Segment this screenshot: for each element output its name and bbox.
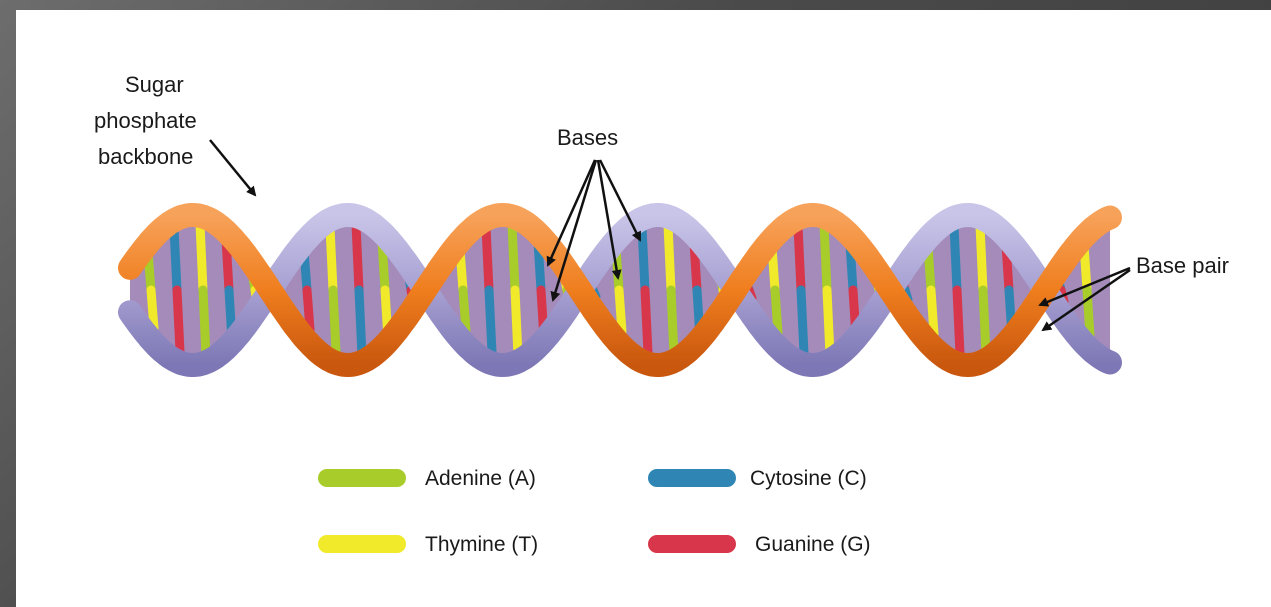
base-rung-half (515, 290, 518, 356)
base-rung-half (359, 290, 362, 356)
base-rung-half (203, 290, 206, 356)
bases-label: Bases (557, 125, 618, 150)
adenine-swatch (318, 469, 406, 487)
cytosine-swatch (648, 469, 736, 487)
base-rung-half (668, 225, 671, 290)
base-rung-half (954, 226, 957, 290)
base-legend: Adenine (A) Cytosine (C) Thymine (T) Gua… (318, 467, 871, 556)
thymine-swatch (318, 535, 406, 553)
base-rung-half (980, 225, 983, 290)
base-rung-half (333, 290, 336, 352)
base-rung-half (356, 224, 359, 290)
base-rung-half (824, 225, 827, 290)
base-rung-half (827, 290, 830, 355)
adenine-label: Adenine (A) (425, 467, 536, 490)
base-pair-label: Base pair (1136, 253, 1229, 278)
base-rung-half (801, 290, 804, 354)
base-rung-half (174, 228, 177, 290)
backbone-arrow (210, 140, 255, 195)
base-rung-half (512, 224, 515, 290)
guanine-swatch (648, 535, 736, 553)
backbone-label-line3: backbone (98, 144, 193, 169)
backbone-label-line2: phosphate (94, 108, 197, 133)
base-rung-half (798, 226, 801, 290)
base-rung-half (330, 228, 333, 290)
base-rung-half (775, 290, 778, 333)
backbone-label-line1: Sugar (125, 72, 184, 97)
bases-arrow-1 (548, 160, 595, 265)
guanine-label: Guanine (G) (755, 533, 871, 556)
base-rung-half (489, 290, 492, 353)
dna-double-helix (130, 215, 1110, 365)
base-rung-half (645, 290, 648, 353)
thymine-label: Thymine (T) (425, 533, 538, 556)
base-rung-half (200, 224, 203, 290)
base-rung-half (177, 290, 180, 352)
base-rung-half (983, 290, 986, 355)
base-rung-half (671, 290, 674, 355)
base-rung-half (957, 290, 960, 354)
base-rung-half (931, 290, 934, 334)
base-rung-half (642, 227, 645, 290)
cytosine-label: Cytosine (C) (750, 467, 867, 490)
base-rung-half (486, 227, 489, 290)
